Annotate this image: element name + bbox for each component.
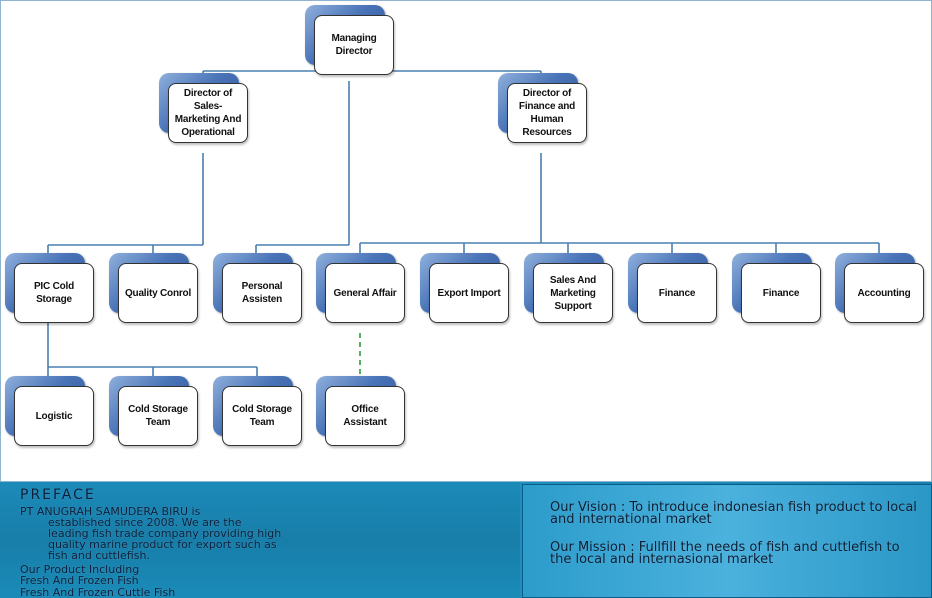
product-item: Fresh And Frozen Fish xyxy=(20,574,139,587)
vision-text: Our Vision : To introduce indonesian fis… xyxy=(550,500,917,527)
node-label: PIC Cold Storage xyxy=(14,263,94,323)
node-accounting: Accounting xyxy=(835,253,924,323)
node-label: Director of Sales- Marketing And Operati… xyxy=(168,83,248,143)
node-director-sales: Director of Sales- Marketing And Operati… xyxy=(159,73,248,143)
node-quality-control: Quality Conrol xyxy=(109,253,198,323)
preface-line: established since 2008. We are the xyxy=(48,516,242,529)
company-banner: PREFACE PT ANUGRAH SAMUDERA BIRU is esta… xyxy=(0,482,932,598)
node-label: General Affair xyxy=(325,263,405,323)
node-director-finance: Director of Finance and Human Resources xyxy=(498,73,587,143)
node-cold-storage-team-1: Cold Storage Team xyxy=(109,376,198,446)
product-title: Our Product Including xyxy=(20,563,140,576)
mission-text: Our Mission : Fullfill the needs of fish… xyxy=(550,540,900,567)
vision-mission-panel xyxy=(522,484,932,598)
node-label: Finance xyxy=(637,263,717,323)
node-pic-cold-storage: PIC Cold Storage xyxy=(5,253,94,323)
product-item: Fresh And Frozen Cuttle Fish xyxy=(20,586,176,598)
preface-line: quality marine product for export such a… xyxy=(48,538,277,551)
node-sales-marketing-support: Sales And Marketing Support xyxy=(524,253,613,323)
org-chart: Managing Director Director of Sales- Mar… xyxy=(0,0,932,482)
node-label: Personal Assisten xyxy=(222,263,302,323)
node-label: Accounting xyxy=(844,263,924,323)
preface-line: leading fish trade company providing hig… xyxy=(48,527,282,540)
node-finance-2: Finance xyxy=(732,253,821,323)
node-finance-1: Finance xyxy=(628,253,717,323)
node-label: Cold Storage Team xyxy=(118,386,198,446)
node-personal-assistant: Personal Assisten xyxy=(213,253,302,323)
node-logistic: Logistic xyxy=(5,376,94,446)
node-label: Export Import xyxy=(429,263,509,323)
preface-line: PT ANUGRAH SAMUDERA BIRU is xyxy=(20,505,201,518)
node-office-assistant: Office Assistant xyxy=(316,376,405,446)
preface-line: fish and cuttlefish. xyxy=(48,549,150,562)
node-cold-storage-team-2: Cold Storage Team xyxy=(213,376,302,446)
preface-panel xyxy=(0,482,520,598)
node-export-import: Export Import xyxy=(420,253,509,323)
node-label: Managing Director xyxy=(314,15,394,75)
node-label: Office Assistant xyxy=(325,386,405,446)
node-label: Sales And Marketing Support xyxy=(533,263,613,323)
node-general-affair: General Affair xyxy=(316,253,405,323)
node-label: Logistic xyxy=(14,386,94,446)
node-managing-director: Managing Director xyxy=(305,5,394,75)
node-label: Cold Storage Team xyxy=(222,386,302,446)
preface-title: PREFACE xyxy=(20,487,96,503)
node-label: Finance xyxy=(741,263,821,323)
preface-body: PT ANUGRAH SAMUDERA BIRU is established … xyxy=(20,506,520,561)
node-label: Quality Conrol xyxy=(118,263,198,323)
node-label: Director of Finance and Human Resources xyxy=(507,83,587,143)
